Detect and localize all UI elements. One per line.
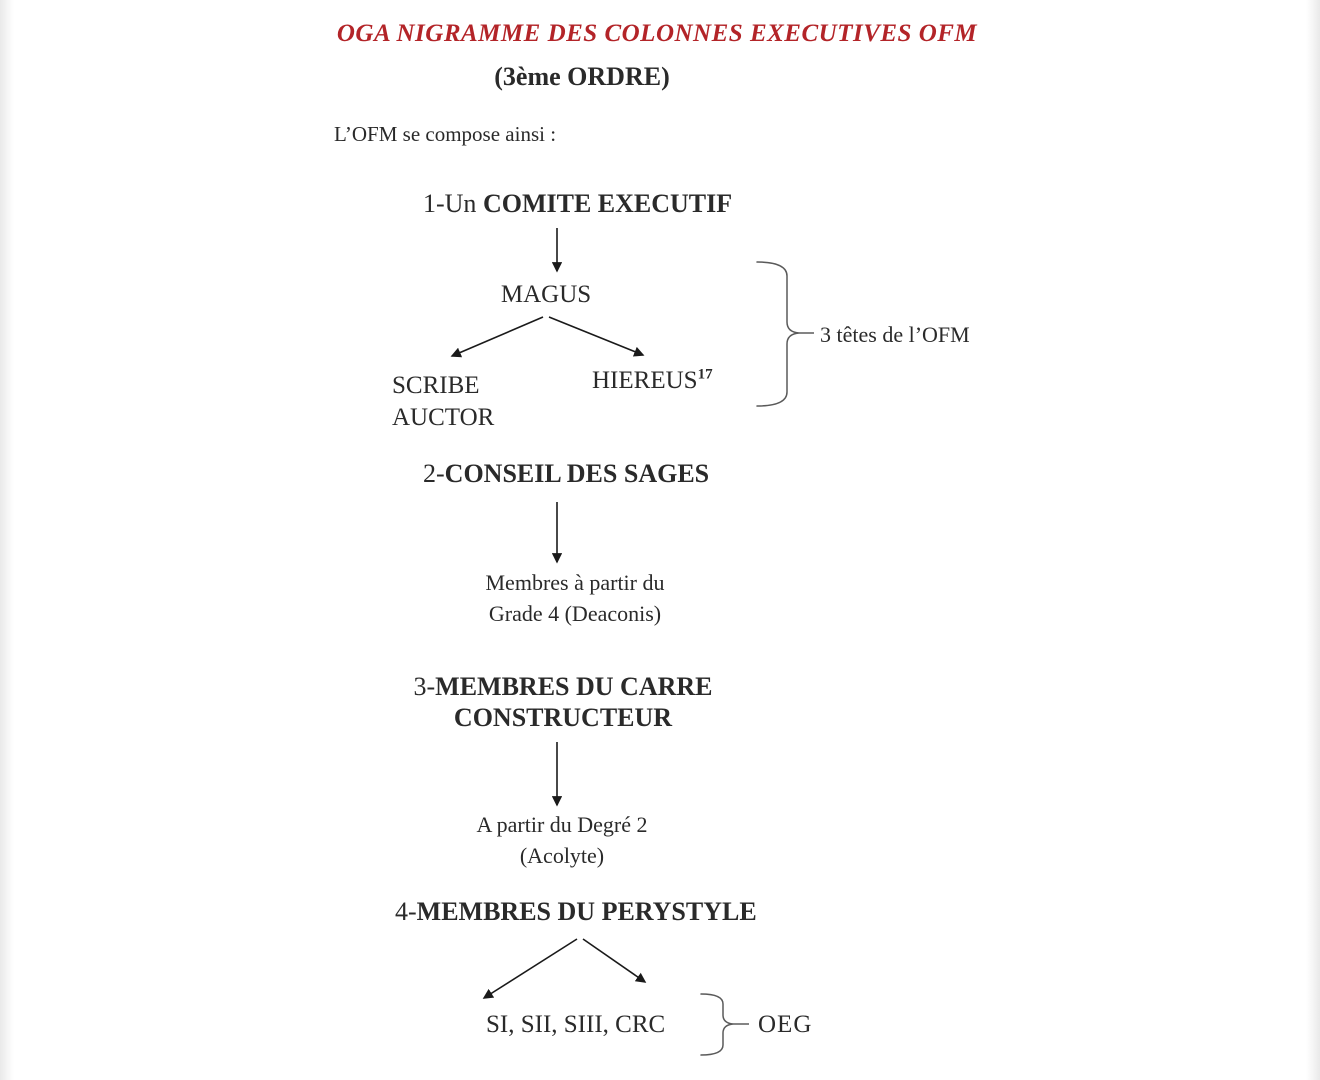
brace-oeg <box>700 993 734 1056</box>
footnote-ref-17: 17 <box>697 366 713 383</box>
section-3-line1: 3-MEMBRES DU CARRE <box>413 671 712 702</box>
intro-text: L’OFM se compose ainsi : <box>334 122 557 146</box>
section-2-heading: 2-CONSEIL DES SAGES <box>423 458 709 489</box>
section-3-title-line1: MEMBRES DU CARRE <box>435 672 713 701</box>
page-left-edge-shadow <box>0 0 14 1080</box>
section-4-number: 4- <box>395 897 417 926</box>
section-3-title-line2: CONSTRUCTEUR <box>453 703 673 732</box>
section-1-title: COMITE EXECUTIF <box>482 189 733 218</box>
note-membres-grade4: Membres à partir du Grade 4 (Deaconis) <box>486 567 665 629</box>
arrow-magus-to-hiereus <box>548 316 645 357</box>
section-1-number: 1-Un <box>423 189 483 218</box>
page-right-edge-shadow <box>1306 0 1320 1080</box>
section-2-number: 2- <box>423 459 445 488</box>
brace-3-tetes <box>756 261 800 407</box>
node-si-sii-siii-crc: SI, SII, SIII, CRC <box>486 1011 666 1038</box>
node-magus: MAGUS <box>500 281 592 308</box>
brace-label-3-tetes: 3 têtes de l’OFM <box>820 322 970 347</box>
page-title: OGA NIGRAMME DES COLONNES EXECUTIVES OFM <box>336 20 978 47</box>
note-degre2-acolyte: A partir du Degré 2 (Acolyte) <box>476 809 647 871</box>
arrow-magus-to-scribe <box>450 316 544 358</box>
section-4-title: MEMBRES DU PERYSTYLE <box>416 897 757 926</box>
note-membres-line2: Grade 4 (Deaconis) <box>488 601 662 626</box>
node-scribe-line1: SCRIBE <box>392 372 480 399</box>
node-hiereus-label: HIEREUS <box>592 367 698 394</box>
note-degre2-line1: A partir du Degré 2 <box>476 812 648 837</box>
section-2-title: CONSEIL DES SAGES <box>444 459 710 488</box>
section-3-number: 3- <box>413 672 436 701</box>
node-hiereus: HIEREUS17 <box>592 365 713 397</box>
node-scribe-line2: AUCTOR <box>392 404 495 431</box>
node-scribe-auctor: SCRIBE AUCTOR <box>392 370 494 434</box>
note-degre2-line2: (Acolyte) <box>519 843 605 868</box>
arrow-perystyle-left <box>482 938 578 999</box>
note-membres-line1: Membres à partir du <box>485 570 665 595</box>
brace-label-oeg: OEG <box>758 1011 813 1038</box>
section-4-heading: 4-MEMBRES DU PERYSTYLE <box>395 896 757 927</box>
arrow-perystyle-right <box>582 938 647 983</box>
page-subtitle: (3ème ORDRE) <box>494 62 670 91</box>
section-1-heading: 1-Un COMITE EXECUTIF <box>423 188 732 219</box>
section-3-heading: 3-MEMBRES DU CARRE CONSTRUCTEUR <box>413 671 712 733</box>
